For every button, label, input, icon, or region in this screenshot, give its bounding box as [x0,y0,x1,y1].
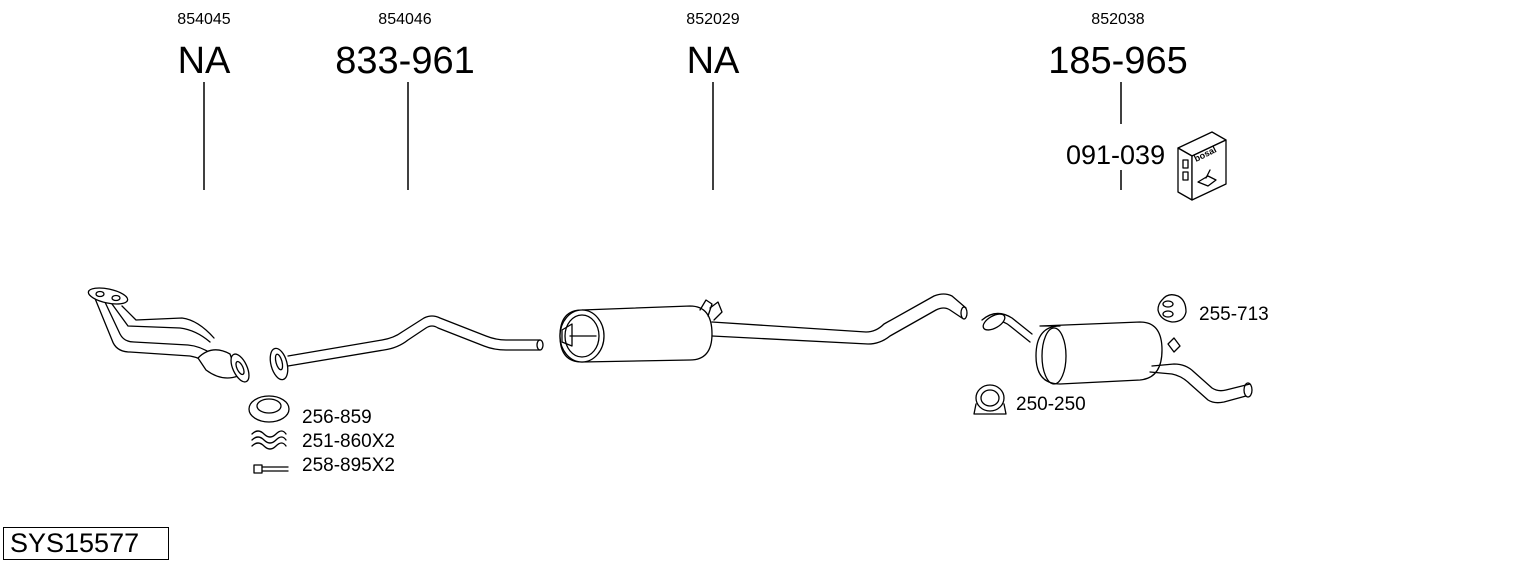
clamp-250-250[interactable]: 250-250 [973,384,1086,415]
part-ref: 852029 [686,11,739,28]
part-ref: 852038 [1091,11,1144,28]
part-ref: 854045 [177,11,230,28]
accessory-number[interactable]: 258-895X2 [302,455,395,476]
accessory-number[interactable]: 256-859 [302,407,372,428]
front-pipe-854045[interactable] [87,285,253,385]
part-2-header: 854046 833-961 [335,11,475,190]
mounting-kit-number[interactable]: 091-039 [1066,140,1165,170]
system-code: SYS15577 [3,527,169,560]
accessory-number[interactable]: 251-860X2 [302,431,395,452]
part-number[interactable]: NA [178,40,231,82]
part-3-header: 852029 NA [686,11,740,190]
spring-icon [251,436,287,444]
gasket-256-859[interactable]: 256-859 [248,395,372,428]
rubber-mount-255-713[interactable]: 255-713 [1157,294,1269,325]
accessory-number[interactable]: 250-250 [1016,394,1086,415]
part-4-header: 852038 185-965 [1048,11,1188,190]
intermediate-pipe-833-961[interactable] [267,315,544,382]
part-ref: 854046 [378,11,431,28]
rubber-mount-icon [1157,294,1187,323]
spring-251-860[interactable]: 251-860X2 [251,430,395,452]
centre-silencer-852029[interactable] [559,293,968,363]
mounting-kit-box-icon: bosal [1177,131,1227,201]
part-number[interactable]: 185-965 [1048,40,1187,82]
part-number[interactable]: 833-961 [335,40,474,82]
bolt-258-895[interactable]: 258-895X2 [253,455,395,476]
bolt-icon [253,464,263,474]
part-1-header: 854045 NA [177,11,231,190]
rear-silencer-852038[interactable] [981,311,1253,404]
part-number[interactable]: NA [687,40,740,82]
accessory-number[interactable]: 255-713 [1199,304,1269,325]
clamp-icon [975,384,1005,412]
mounting-kit[interactable]: 091-039 bosal [1066,131,1227,201]
